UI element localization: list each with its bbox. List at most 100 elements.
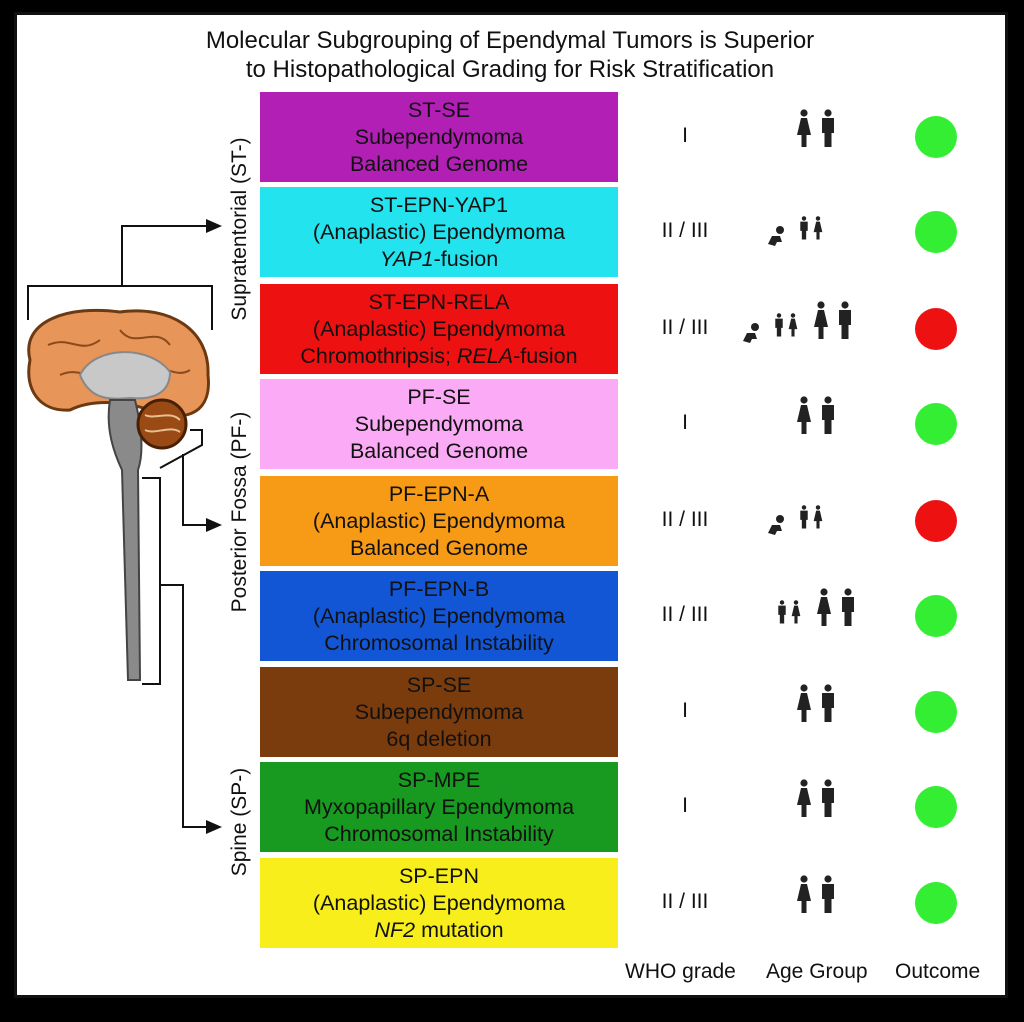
infant-icon: [743, 323, 759, 343]
outcome-good-dot: [915, 211, 957, 253]
subgroup-name: ST-SE: [407, 97, 471, 122]
subgroup-histology: Subependymoma: [354, 699, 524, 724]
who-grade-value: I: [682, 794, 688, 817]
child-icon: [775, 313, 798, 337]
outcome-good-dot: [915, 691, 957, 733]
age-group-icons: [768, 216, 823, 246]
age-group-icons: [797, 875, 834, 913]
who-grade-value: II / III: [661, 316, 709, 339]
genetics-text: -fusion: [433, 246, 499, 271]
outcome-poor-dot: [915, 500, 957, 542]
outcome-good-dot: [915, 116, 957, 158]
who-grade-value: I: [682, 699, 688, 722]
region-label-supratentorial: Supratentorial (ST-): [228, 137, 251, 321]
outcome-good-dot: [915, 595, 957, 637]
age-group-icons: [743, 301, 851, 343]
subgroup-name: PF-EPN-A: [388, 481, 490, 506]
who-grade-value: I: [682, 411, 688, 434]
subgroup-genetics: NF2 mutation: [374, 917, 503, 944]
child-icon: [778, 600, 801, 624]
genetics-gene: RELA: [456, 343, 514, 368]
subgroup-genetics: Balanced Genome: [350, 535, 528, 562]
adult-icon: [797, 779, 834, 817]
who-grade-value: II / III: [661, 508, 709, 531]
age-group-icons: [778, 588, 854, 626]
adult-icon: [814, 301, 851, 339]
subgroup-genetics: Balanced Genome: [350, 438, 528, 465]
genetics-text: -fusion: [513, 343, 578, 368]
infant-icon: [768, 515, 784, 535]
adult-icon: [797, 396, 834, 434]
child-icon: [800, 505, 823, 529]
subgroup-genetics: Balanced Genome: [350, 151, 528, 178]
age-group-icons: [768, 505, 823, 535]
who-grade-value: II / III: [661, 603, 709, 626]
who-grade-value: I: [682, 124, 688, 147]
who-grade-value: II / III: [661, 890, 709, 913]
genetics-text: Balanced Genome: [349, 151, 529, 176]
subgroup-histology: (Anaplastic) Ependymoma: [312, 890, 566, 915]
region-label-spine: Spine (SP-): [228, 767, 251, 877]
subgroup-genetics: Chromothripsis; RELA-fusion: [300, 343, 577, 370]
subgroup-name: SP-EPN: [398, 863, 480, 888]
title-line-2: to Histopathological Grading for Risk St…: [245, 56, 775, 83]
subgroup-genetics: Chromosomal Instability: [324, 630, 553, 657]
age-group-icons: [797, 779, 834, 817]
subgroup-name: SP-MPE: [397, 767, 481, 792]
genetics-text: mutation: [415, 917, 504, 942]
subgroup-name: ST-EPN-YAP1: [369, 192, 509, 217]
column-label-outcome: Outcome: [895, 960, 981, 983]
outcome-good-dot: [915, 882, 957, 924]
adult-icon: [797, 109, 834, 147]
genetics-gene: YAP1: [379, 246, 434, 271]
genetics-text: Balanced Genome: [349, 438, 529, 463]
column-label-who-grade: WHO grade: [625, 960, 736, 983]
subgroup-name: PF-EPN-B: [388, 576, 490, 601]
subgroup-genetics: YAP1-fusion: [380, 246, 498, 273]
region-label-posterior-fossa: Posterior Fossa (PF-): [228, 411, 251, 613]
outcome-good-dot: [915, 786, 957, 828]
genetics-text: 6q deletion: [386, 726, 492, 751]
subgroup-genetics: Chromosomal Instability: [324, 821, 553, 848]
adult-icon: [817, 588, 854, 626]
title-line-1: Molecular Subgrouping of Ependymal Tumor…: [205, 27, 815, 54]
age-group-icons: [797, 684, 834, 722]
subgroup-name: ST-EPN-RELA: [368, 289, 510, 314]
subgroup-genetics: 6q deletion: [386, 726, 491, 753]
age-group-icons: [797, 109, 834, 147]
subgroup-histology: Subependymoma: [354, 124, 524, 149]
child-icon: [800, 216, 823, 240]
outcome-poor-dot: [915, 308, 957, 350]
adult-icon: [797, 875, 834, 913]
adult-icon: [797, 684, 834, 722]
subgroup-name: PF-SE: [407, 384, 471, 409]
figure-title: Molecular Subgrouping of Ependymal Tumor…: [190, 26, 830, 84]
column-label-age-group: Age Group: [766, 960, 868, 983]
subgroup-histology: (Anaplastic) Ependymoma: [312, 603, 566, 628]
genetics-text: Chromosomal Instability: [324, 630, 554, 655]
genetics-gene: NF2: [374, 917, 416, 942]
genetics-prefix: Chromothripsis;: [300, 343, 457, 368]
who-grade-value: II / III: [661, 219, 709, 242]
subgroup-name: SP-SE: [406, 672, 472, 697]
infant-icon: [768, 226, 784, 246]
subgroup-histology: (Anaplastic) Ependymoma: [312, 219, 566, 244]
subgroup-histology: Myxopapillary Ependymoma: [303, 794, 575, 819]
outcome-good-dot: [915, 403, 957, 445]
genetics-text: Balanced Genome: [349, 535, 529, 560]
age-group-icons: [797, 396, 834, 434]
genetics-text: Chromosomal Instability: [324, 821, 554, 846]
subgroup-histology: (Anaplastic) Ependymoma: [312, 508, 566, 533]
subgroup-histology: Subependymoma: [354, 411, 524, 436]
subgroup-histology: (Anaplastic) Ependymoma: [312, 316, 566, 341]
